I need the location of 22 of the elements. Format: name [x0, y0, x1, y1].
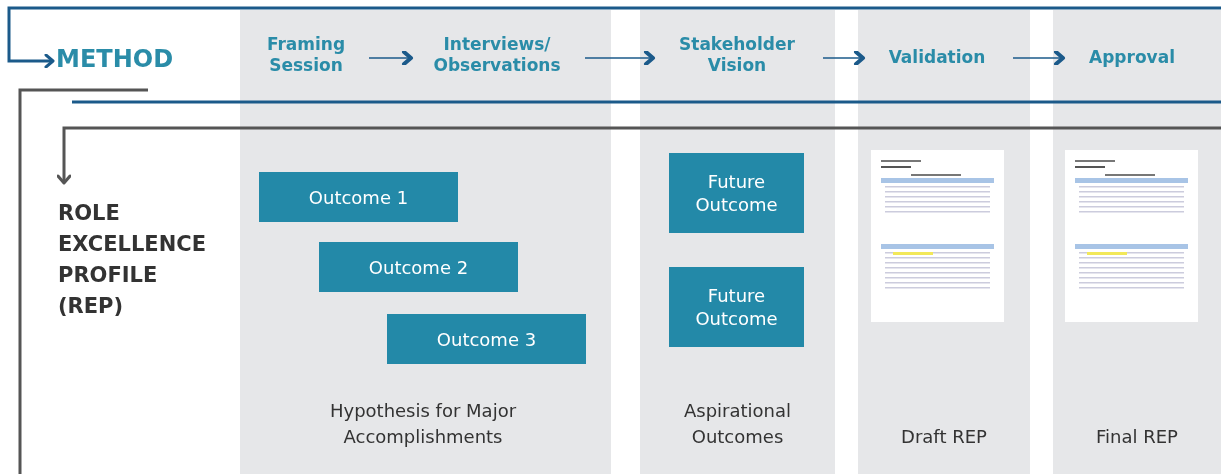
arrow: [368, 50, 413, 66]
step-heading: Framing Session: [244, 34, 368, 78]
outcome-box: Future Outcome: [669, 153, 804, 233]
step-heading: Validation: [862, 47, 1012, 69]
step-heading: Approval: [1062, 47, 1202, 69]
step-heading: Stakeholder Vision: [652, 34, 822, 78]
outcome-box: Future Outcome: [669, 267, 804, 347]
arrow: [822, 50, 865, 66]
outcome-box: Outcome 1: [259, 172, 458, 222]
section-heading: ROLE EXCELLENCE PROFILE (REP): [58, 198, 228, 322]
section-heading: METHOD: [56, 44, 174, 74]
outcome-box: Outcome 3: [387, 314, 586, 364]
column-caption: Hypothesis for Major Accomplishments: [328, 399, 518, 449]
arrow: [56, 126, 1221, 185]
arrow: [7, 6, 1221, 69]
column-caption: Aspirational Outcomes: [682, 399, 793, 449]
column-caption: Draft REP: [900, 425, 988, 449]
column-caption: Final REP: [1095, 425, 1179, 449]
arrow: [1012, 50, 1065, 66]
step-heading: Interviews/ Observations: [410, 34, 584, 78]
outcome-box: Outcome 2: [319, 242, 518, 292]
arrow: [584, 50, 655, 66]
